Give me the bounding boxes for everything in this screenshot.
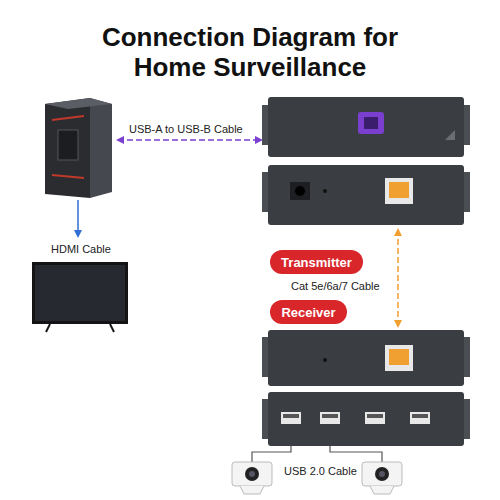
cable-label: USB-A to USB-B Cable (128, 123, 244, 136)
camera (232, 462, 272, 494)
usb-cable-arrow (118, 139, 261, 141)
label-pill: Receiver (270, 300, 347, 324)
pill-text: Transmitter (281, 255, 352, 270)
cable-label: HDMI Cable (50, 243, 112, 256)
transmitter-top (262, 97, 470, 157)
pc-tower (45, 98, 112, 198)
transmitter-back (262, 165, 470, 225)
receiver-usb (262, 392, 470, 446)
label-pill: Transmitter (270, 250, 363, 274)
camera (362, 462, 402, 494)
hdmi-cable-arrow (77, 200, 79, 236)
usb-wire (330, 446, 382, 462)
usb-wire (252, 446, 291, 462)
cable-label: Cat 5e/6a/7 Cable (290, 280, 381, 293)
cable-label: USB 2.0 Cable (283, 465, 358, 478)
receiver-back (262, 330, 470, 386)
pill-text: Receiver (281, 305, 335, 320)
cat-cable-arrow (397, 230, 399, 326)
diagram-title: Connection Diagram for Home Surveillance (80, 22, 420, 82)
tv (32, 262, 128, 332)
